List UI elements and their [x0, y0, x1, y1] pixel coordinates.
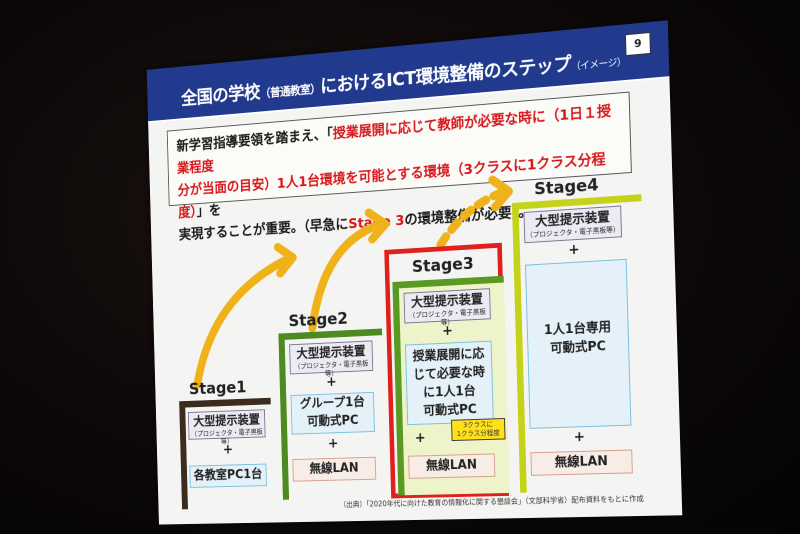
pc-label-line: 可動式PC	[306, 413, 359, 430]
presentation-slide: 全国の学校（普通教室）におけるICT環境整備のステップ（イメージ） 9 新学習指…	[146, 20, 683, 525]
callout-line: 1クラス分程度	[456, 428, 500, 438]
stage4-lan-card: 無線LAN	[530, 449, 633, 476]
plus-sign: +	[326, 374, 337, 390]
stage4-display-card: 大型提示装置 （プロジェクタ・電子黒板等）	[523, 205, 623, 244]
plus-sign: +	[573, 429, 586, 446]
stage2-label: Stage2	[288, 309, 349, 332]
stage2-display-card: 大型提示装置 （プロジェクタ・電子黒板等）	[289, 340, 374, 378]
plus-sign: +	[414, 430, 426, 447]
stage3-display-card: 大型提示装置 （プロジェクタ・電子黒板等）	[403, 288, 491, 327]
pc-label-line: 可動式PC	[549, 339, 607, 357]
stage3-pc-card: 授業展開に応 じて必要な時 に1人1台 可動式PC	[405, 340, 494, 426]
stage2-lan-card: 無線LAN	[292, 456, 377, 482]
plus-sign: +	[327, 435, 339, 452]
arrow-icon	[194, 259, 292, 385]
stage2-pc-card: グループ1台 可動式PC	[290, 391, 375, 435]
ratio-callout: 3クラスに 1クラス分程度	[451, 417, 506, 442]
stage3-label: Stage3	[411, 254, 475, 278]
plus-sign: +	[441, 323, 454, 340]
pc-label-line: じて必要な時	[412, 365, 486, 383]
stage1-label: Stage1	[188, 378, 247, 400]
pc-label-line: グループ1台	[299, 395, 365, 412]
stage3-lan-card: 無線LAN	[408, 453, 496, 479]
stage4-pc-card: 1人1台専用 可動式PC	[525, 258, 632, 429]
plus-sign: +	[568, 241, 580, 259]
stage1-pc-card: 各教室PC1台	[189, 463, 267, 488]
plus-sign: +	[222, 442, 234, 458]
arrow-icon	[439, 192, 505, 245]
stage1-display-card: 大型提示装置 （プロジェクタ・電子黒板等）	[187, 409, 266, 445]
